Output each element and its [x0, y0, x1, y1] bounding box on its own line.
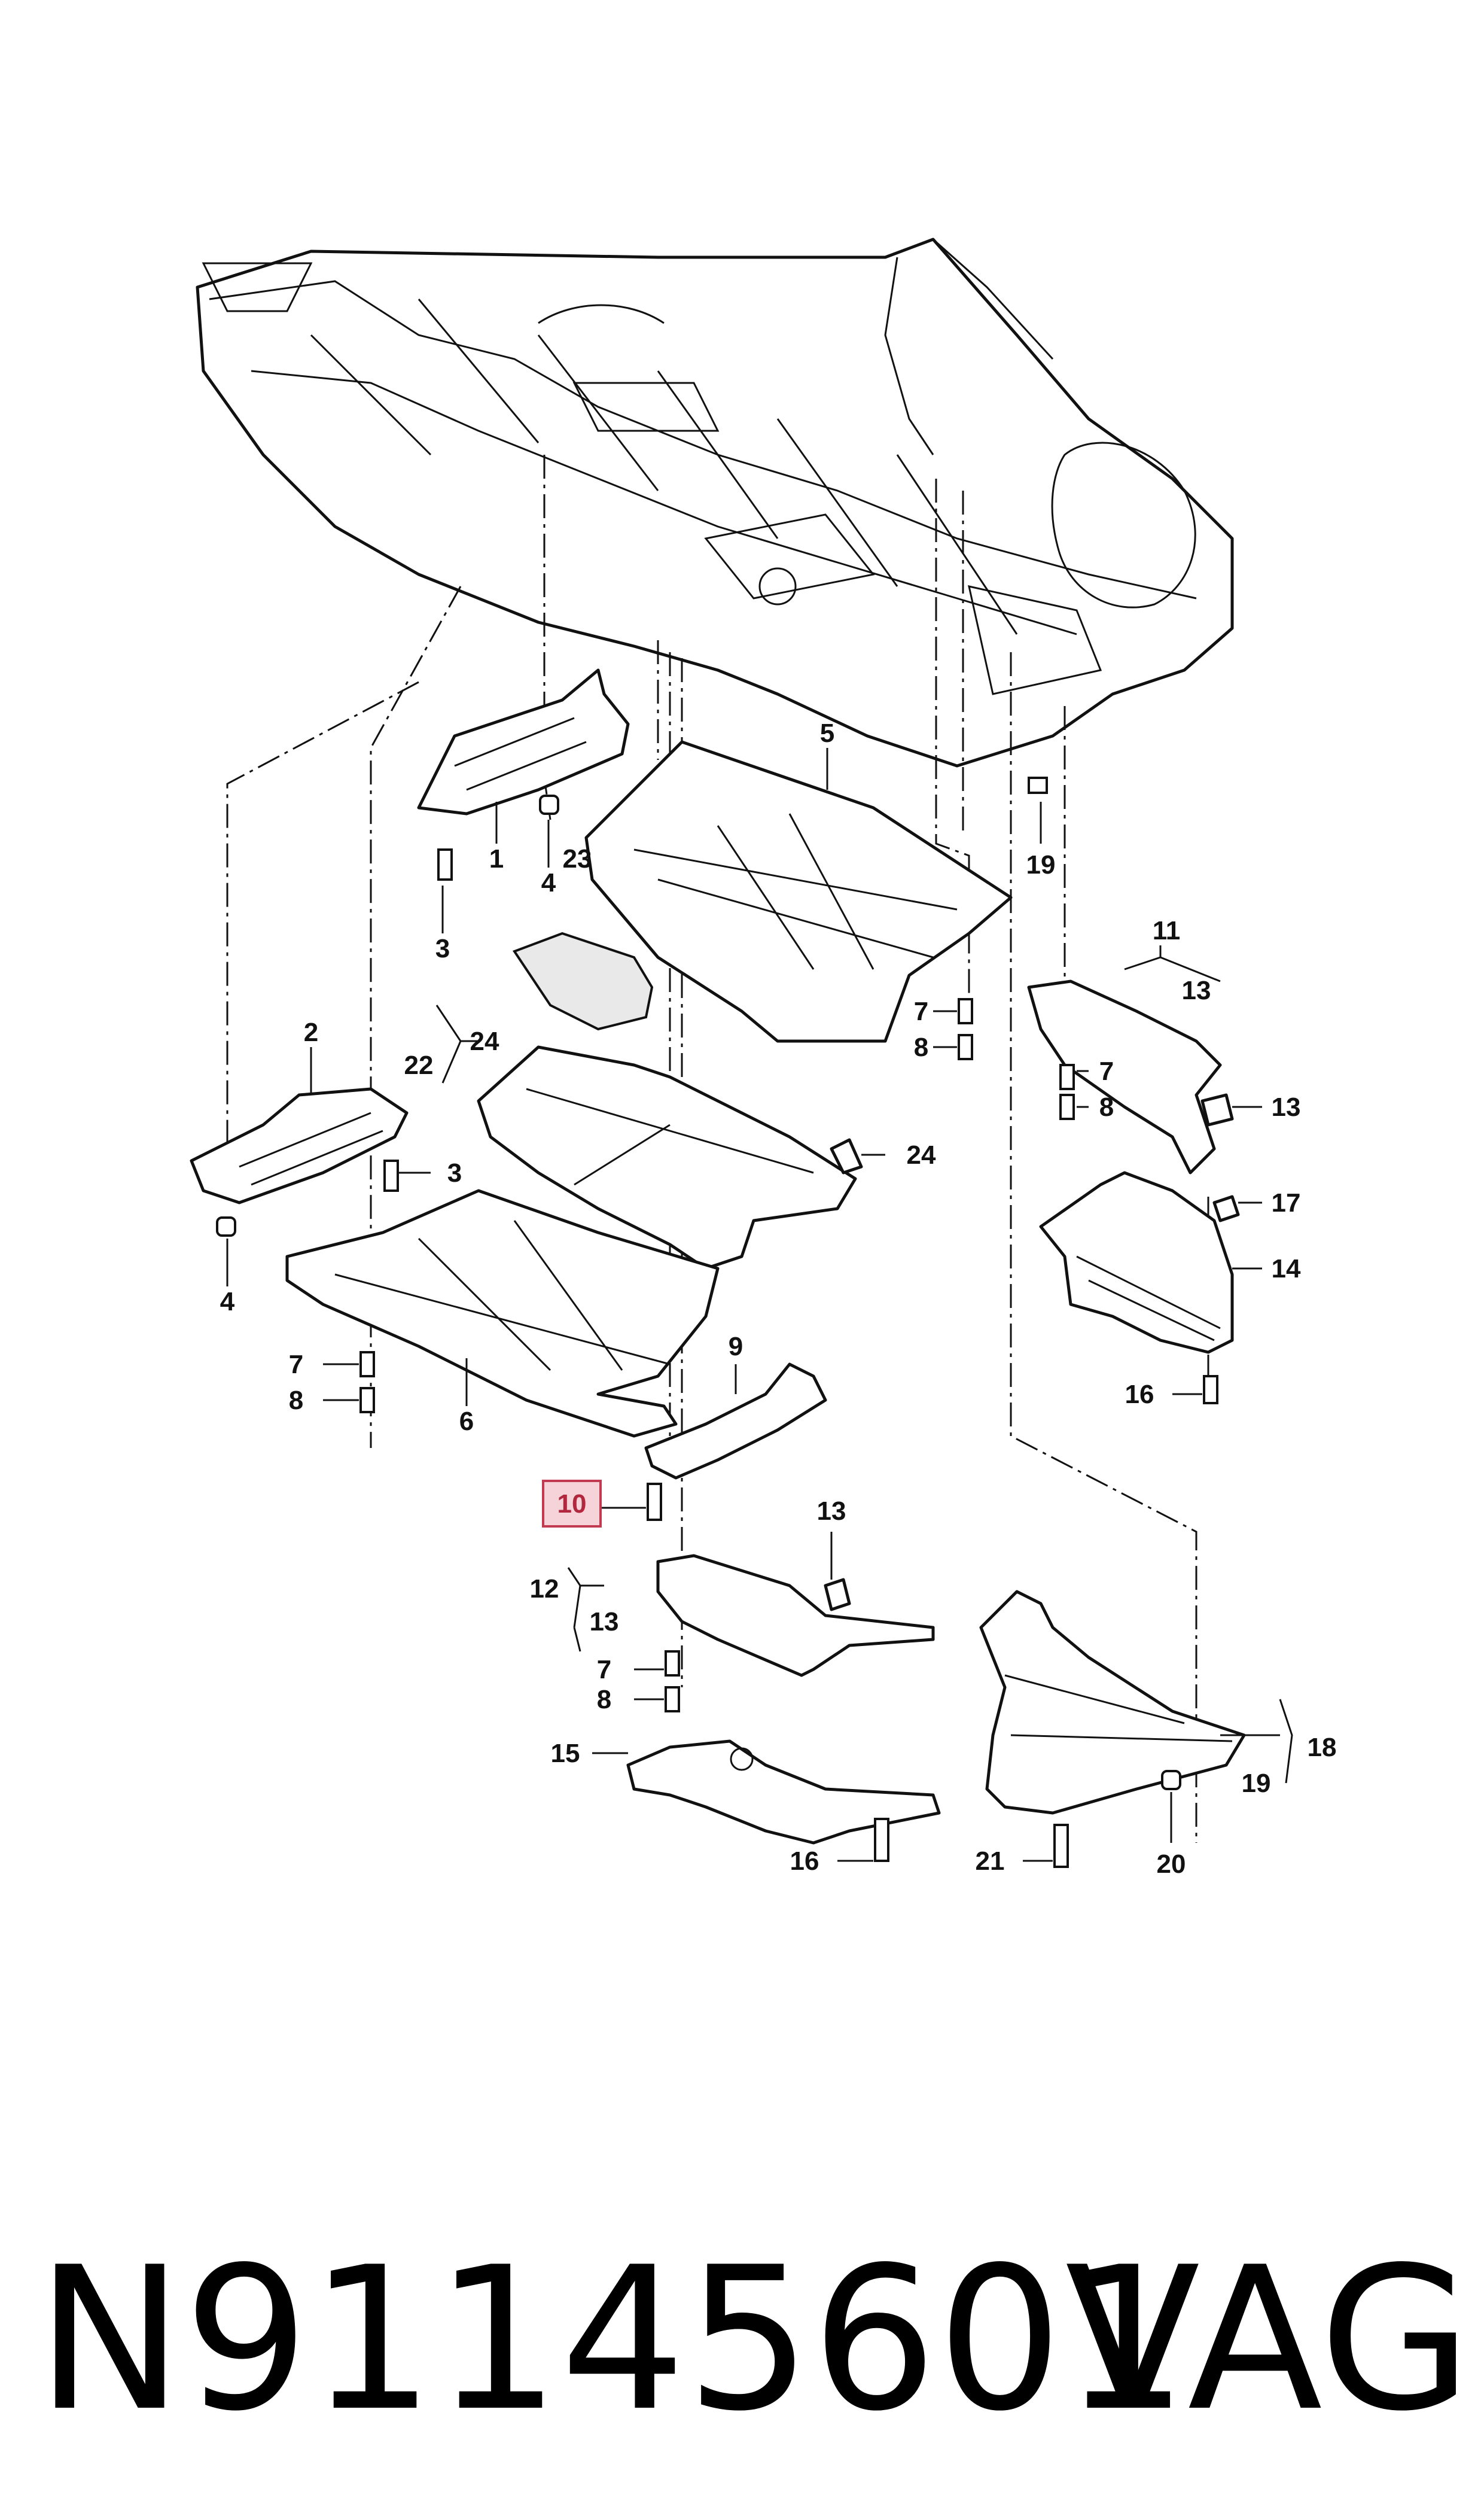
callout-8-center: 8	[914, 1033, 928, 1062]
callout-10: 10	[557, 1489, 587, 1519]
callout-19-lower: 19	[1242, 1769, 1271, 1798]
vehicle-underbody	[196, 238, 1234, 768]
caption: N91145601 VAG	[0, 2214, 1484, 2465]
callout-8-lower: 8	[597, 1685, 611, 1714]
part-15-rear-cover	[626, 1739, 941, 1845]
part-5-center-panel	[584, 740, 1013, 1043]
callout-16-right: 16	[1125, 1380, 1154, 1409]
part-14-wheelhouse-liner	[1039, 1171, 1234, 1354]
part-6-lower-panel	[285, 1189, 720, 1438]
callout-8-right: 8	[1099, 1093, 1114, 1122]
callout-24-clip: 24	[907, 1140, 936, 1170]
callout-2: 2	[304, 1018, 318, 1047]
brand-name: VAG	[1065, 2225, 1472, 2454]
callout-13-right: 13	[817, 1496, 846, 1526]
callout-17: 17	[1272, 1188, 1301, 1218]
callout-13-clip: 13	[1272, 1093, 1301, 1122]
callout-7-center: 7	[914, 997, 928, 1026]
part-number: N91145601	[36, 2225, 1189, 2454]
callout-7-left: 7	[289, 1350, 303, 1379]
callout-7-lower: 7	[597, 1655, 611, 1684]
part-18-large-cover	[979, 1590, 1246, 1815]
callout-20: 20	[1157, 1849, 1186, 1879]
callout-7-right: 7	[1099, 1057, 1114, 1086]
highlight-box-10	[542, 1480, 602, 1528]
leader-lines	[226, 748, 1293, 1862]
callout-13-left: 13	[590, 1607, 619, 1636]
callout-1: 1	[489, 844, 504, 874]
callout-8-left: 8	[289, 1386, 303, 1415]
callout-15: 15	[551, 1739, 580, 1768]
part-2-side-cover	[190, 1087, 409, 1204]
callout-9: 9	[729, 1332, 743, 1361]
callout-24-upper: 24	[470, 1027, 499, 1056]
callout-3-top: 3	[435, 934, 450, 963]
callout-4-top: 4	[541, 868, 556, 898]
part-17-clip	[1212, 1195, 1240, 1222]
part-24-clip	[830, 1138, 863, 1175]
callout-22: 22	[404, 1051, 434, 1080]
callout-16-lower: 16	[790, 1846, 819, 1876]
callout-11: 11	[1153, 916, 1181, 945]
callout-21: 21	[976, 1846, 1005, 1876]
part-9-bracket	[644, 1362, 827, 1480]
callout-3-left: 3	[447, 1158, 462, 1188]
part-11-bracket	[1027, 979, 1222, 1175]
callout-23: 23	[563, 844, 592, 874]
part-1-side-cover	[417, 668, 630, 816]
part-23-insulation-mat	[512, 932, 654, 1031]
callout-labels: 1 4 23 3 5 19 11 13 7 8 7 8 13 2 22 24 3…	[220, 719, 1337, 1879]
callout-12: 12	[530, 1574, 559, 1604]
callout-5: 5	[820, 719, 834, 748]
callout-4-left: 4	[220, 1287, 235, 1316]
callout-18: 18	[1308, 1733, 1337, 1762]
callout-14: 14	[1272, 1254, 1301, 1283]
fasteners	[216, 777, 1218, 1868]
callout-6: 6	[459, 1407, 474, 1436]
callout-13-upper: 13	[1182, 976, 1211, 1005]
part-13-clip-a	[1200, 1093, 1234, 1127]
callout-19-top: 19	[1026, 850, 1056, 880]
part-13-clip-b	[824, 1578, 851, 1611]
part-12-rear-cover	[656, 1554, 935, 1677]
